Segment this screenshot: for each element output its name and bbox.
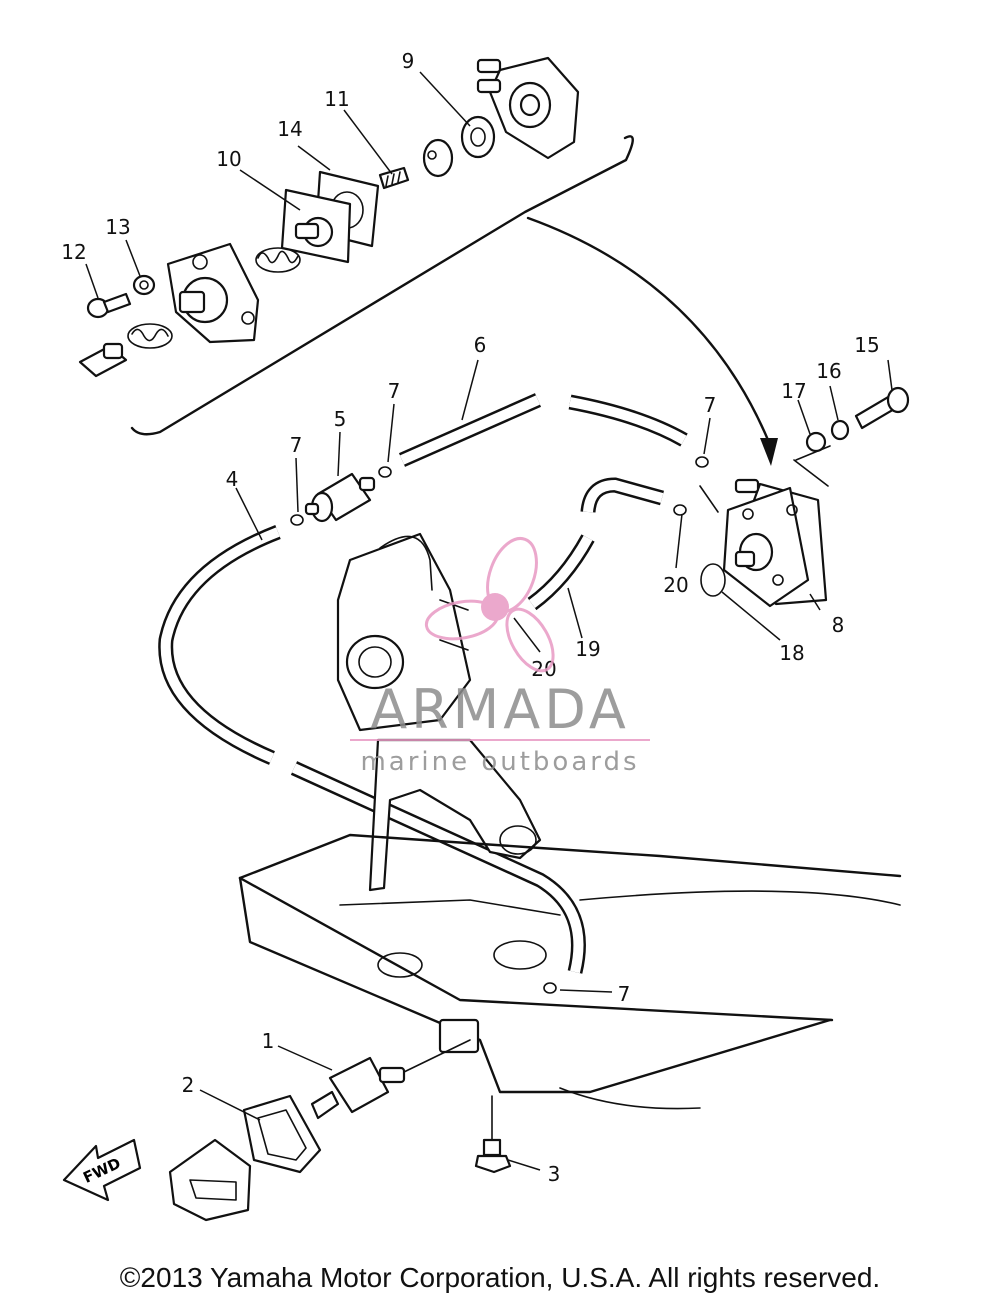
callout-4: 4 (226, 467, 239, 491)
hose-6 (398, 393, 688, 467)
callout-18: 18 (779, 641, 804, 665)
callout-6: 6 (474, 333, 487, 357)
callout-7d: 7 (618, 982, 631, 1006)
pump-body-exploded (166, 242, 260, 344)
drain-screw (474, 1095, 512, 1174)
callout-15: 15 (854, 333, 879, 357)
watermark-tagline: marine outboards (360, 747, 639, 777)
callout-1: 1 (262, 1029, 275, 1053)
fuel-pump (699, 459, 829, 608)
washer-17 (805, 431, 827, 453)
callout-3: 3 (548, 1162, 561, 1186)
copyright-notice: ©2013 Yamaha Motor Corporation, U.S.A. A… (119, 1262, 881, 1293)
carb-bracket (368, 738, 542, 892)
fwd-arrow-icon (62, 1138, 142, 1202)
leader-lines (85, 71, 893, 1171)
valve-disc (460, 115, 496, 159)
callout-19: 19 (575, 637, 600, 661)
fuel-filter (304, 472, 376, 523)
carburetor (336, 532, 472, 732)
assembly-arrowhead (760, 438, 778, 466)
fuel-joint (310, 1039, 471, 1120)
check-valve (422, 138, 454, 178)
callout-13: 13 (105, 215, 130, 239)
propeller-logo-icon (424, 537, 555, 673)
fuel-connector (168, 1138, 252, 1222)
grommet (242, 1094, 322, 1174)
pump-cover (476, 56, 580, 160)
callout-labels: 9 11 14 10 13 12 6 15 16 17 7 7 5 7 4 20… (61, 49, 879, 1186)
spring-upper (255, 247, 301, 273)
inset-frame (130, 135, 634, 436)
callout-12: 12 (61, 240, 86, 264)
assembly-arrow (526, 216, 770, 442)
callout-7a: 7 (388, 379, 401, 403)
callout-17: 17 (781, 379, 806, 403)
hose-19 (527, 534, 595, 611)
callout-20a: 20 (663, 573, 688, 597)
valve-lower (78, 342, 128, 378)
washer-16 (830, 419, 850, 441)
callout-7c: 7 (290, 433, 303, 457)
watermark-brand: ARMADA (370, 678, 630, 741)
spring-lower (127, 323, 173, 349)
bolt-15 (854, 386, 910, 430)
washer-13 (132, 274, 156, 296)
callout-5: 5 (334, 407, 347, 431)
callout-11: 11 (324, 87, 349, 111)
screw-small (378, 166, 410, 190)
callout-8: 8 (832, 613, 845, 637)
bolt-12 (86, 292, 132, 319)
hose-short (580, 477, 664, 513)
armada-watermark: ARMADA marine outboards (350, 537, 650, 777)
hose-4 (158, 525, 586, 974)
callout-9: 9 (402, 49, 415, 73)
callout-7b: 7 (704, 393, 717, 417)
callout-2: 2 (182, 1073, 195, 1097)
o-ring (700, 563, 726, 597)
diaphragm (280, 188, 352, 264)
bottom-cowling (238, 833, 902, 1110)
callout-10: 10 (216, 147, 241, 171)
callout-16: 16 (816, 359, 841, 383)
clips (290, 456, 709, 994)
callout-14: 14 (277, 117, 302, 141)
